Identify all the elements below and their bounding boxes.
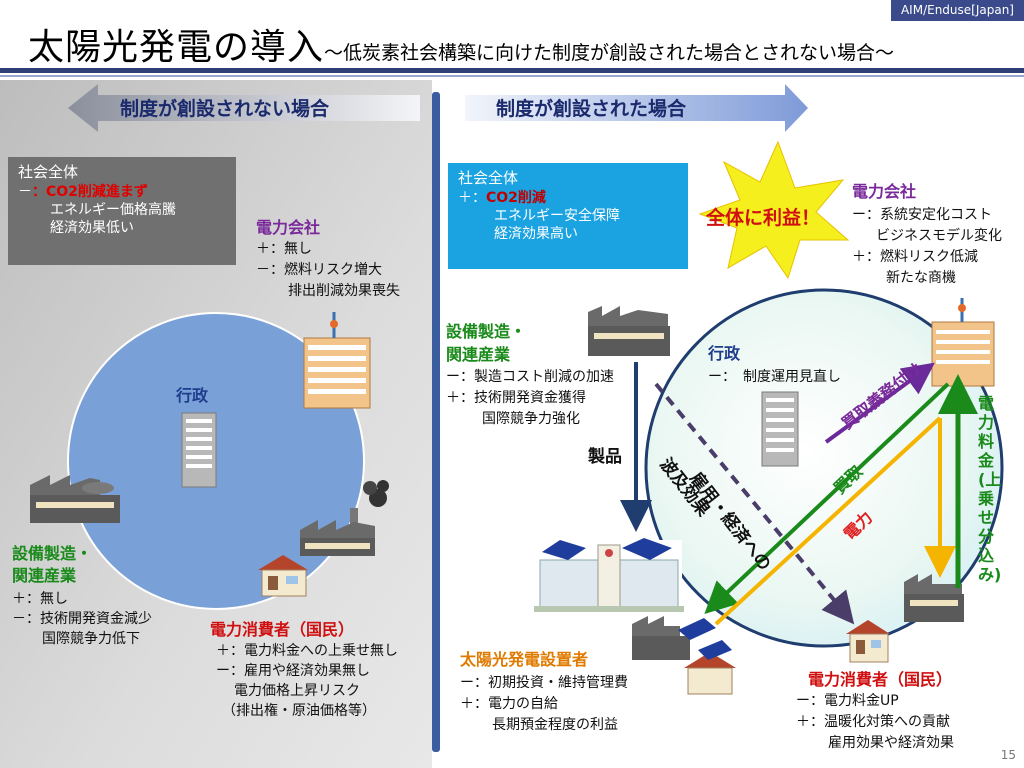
left-consumer-title: 電力消費者（国民） (210, 620, 355, 639)
purchase-arrow (704, 382, 950, 614)
left-equipment-line-1: ＋：無し (12, 591, 68, 607)
right-consumer-title: 電力消費者（国民） (808, 670, 953, 689)
right-consumer-line-1: ー：電力料金UP (796, 693, 899, 709)
center-divider (432, 92, 440, 752)
right-power-company-line-3: ＋：燃料リスク低減 (852, 249, 978, 265)
right-government-line-1: ー： 制度運用見直し (708, 369, 841, 385)
government-building-icon-right (761, 391, 799, 467)
right-power-company-line-1: ー：系統安定化コスト (852, 207, 992, 223)
left-society-title: 社会全体 (18, 163, 79, 181)
left-consumer-line-1: ＋：電力料金への上乗せ無し (216, 643, 398, 659)
left-government-label: 行政 (176, 386, 209, 405)
left-power-company-line-2: －：燃料リスク増大 (256, 262, 382, 278)
left-equipment-line-3: 国際競争力低下 (42, 631, 140, 647)
right-power-company-line-4: 新たな商機 (886, 270, 956, 286)
right-power-company-title: 電力会社 (852, 182, 917, 201)
installer-line-1: ー：初期投資・維持管理費 (460, 675, 628, 691)
factory-icon-left (30, 475, 120, 523)
right-power-company-line-2: ビジネスモデル変化 (876, 228, 1002, 244)
left-consumer-line-4: （排出権・原油価格等） (222, 703, 376, 719)
right-society-sign: ＋： (458, 189, 486, 206)
slide-number: 15 (1000, 748, 1016, 762)
product-arrow-label: 製品 (588, 447, 622, 467)
right-banner-label: 制度が創設された場合 (496, 98, 687, 120)
installer-title: 太陽光発電設置者 (460, 650, 589, 669)
left-equipment-title-2: 関連産業 (12, 566, 77, 585)
left-power-company-line-3: 排出削減効果喪失 (288, 283, 400, 299)
slide-title: 太陽光発電の導入～低炭素社会構築に向けた制度が創設された場合とされない場合～ (28, 18, 894, 70)
right-society-line-2: エネルギー安全保障 (494, 207, 620, 224)
left-society-line-1: －：CO2削減進まず (18, 183, 226, 201)
left-society-line-2: エネルギー価格高騰 (50, 201, 176, 218)
left-equipment-line-2: －：技術開発資金減少 (12, 611, 152, 627)
left-consumer-line-3: 電力価格上昇リスク (234, 683, 360, 699)
right-equipment-title-1: 設備製造・ (446, 322, 527, 341)
government-building-icon-left (181, 412, 217, 488)
solar-building-icon (532, 538, 684, 612)
installer-line-2: ＋：電力の自給 (460, 696, 558, 712)
consumer-home-icon-right (846, 574, 964, 663)
title-main: 太陽光発電の導入 (28, 27, 325, 68)
left-banner-arrow (68, 84, 420, 132)
obligation-arrow (824, 362, 935, 444)
right-banner-arrow (465, 84, 808, 132)
tariff-arrow-label: 電力料金(上乗せ分込み) (978, 394, 1002, 584)
power-plant-icon-left (303, 312, 371, 409)
left-consumer-line-2: ー：雇用や経済効果無し (216, 663, 370, 679)
right-society-title: 社会全体 (458, 169, 519, 187)
left-society-sign: － (18, 183, 32, 200)
left-banner-label: 制度が創設されない場合 (120, 98, 330, 120)
right-government-label: 行政 (708, 344, 741, 363)
right-equipment-line-1: ー：製造コスト削減の加速 (446, 369, 614, 385)
factory-smoke-icon-left (300, 480, 389, 556)
left-society-line-3: 経済効果低い (50, 219, 134, 236)
right-equipment-line-3: 国際競争力強化 (482, 411, 580, 427)
house-icon-left (258, 555, 308, 597)
benefit-burst (698, 140, 850, 280)
right-equipment-title-2: 関連産業 (446, 345, 511, 364)
left-power-company-line-1: ＋：無し (256, 241, 312, 257)
right-society-line-1: ＋：CO2削減 (458, 189, 678, 207)
title-rule-thin (0, 75, 1024, 77)
right-society-box: 社会全体 ＋：CO2削減 エネルギー安全保障 経済効果高い (448, 163, 688, 269)
right-equipment-line-2: ＋：技術開発資金獲得 (446, 390, 586, 406)
factory-icon-right (588, 306, 670, 356)
right-society-co2: CO2削減 (486, 189, 546, 206)
power-plant-icon-right (931, 298, 995, 387)
source-tag: AIM/Enduse[Japan] (890, 0, 1024, 21)
left-equipment-title-1: 設備製造・ (12, 544, 93, 563)
benefit-burst-label: 全体に利益！ (706, 207, 821, 229)
right-consumer-line-2: ＋：温暖化対策への貢献 (796, 714, 950, 730)
left-power-company-title: 電力会社 (256, 218, 321, 237)
left-society-box: 社会全体 －：CO2削減進まず エネルギー価格高騰 経済効果低い (8, 157, 236, 265)
electricity-arrow (714, 416, 942, 626)
ripple-arrow (654, 382, 855, 625)
title-rule (0, 68, 1024, 73)
right-consumer-line-3: 雇用効果や経済効果 (828, 735, 954, 751)
installer-home-icon (632, 616, 736, 695)
installer-line-3: 長期預金程度の利益 (492, 717, 618, 733)
left-society-co2: ：CO2削減進まず (32, 183, 148, 200)
title-subtitle: ～低炭素社会構築に向けた制度が創設された場合とされない場合～ (324, 42, 895, 64)
right-society-line-3: 経済効果高い (494, 225, 578, 242)
